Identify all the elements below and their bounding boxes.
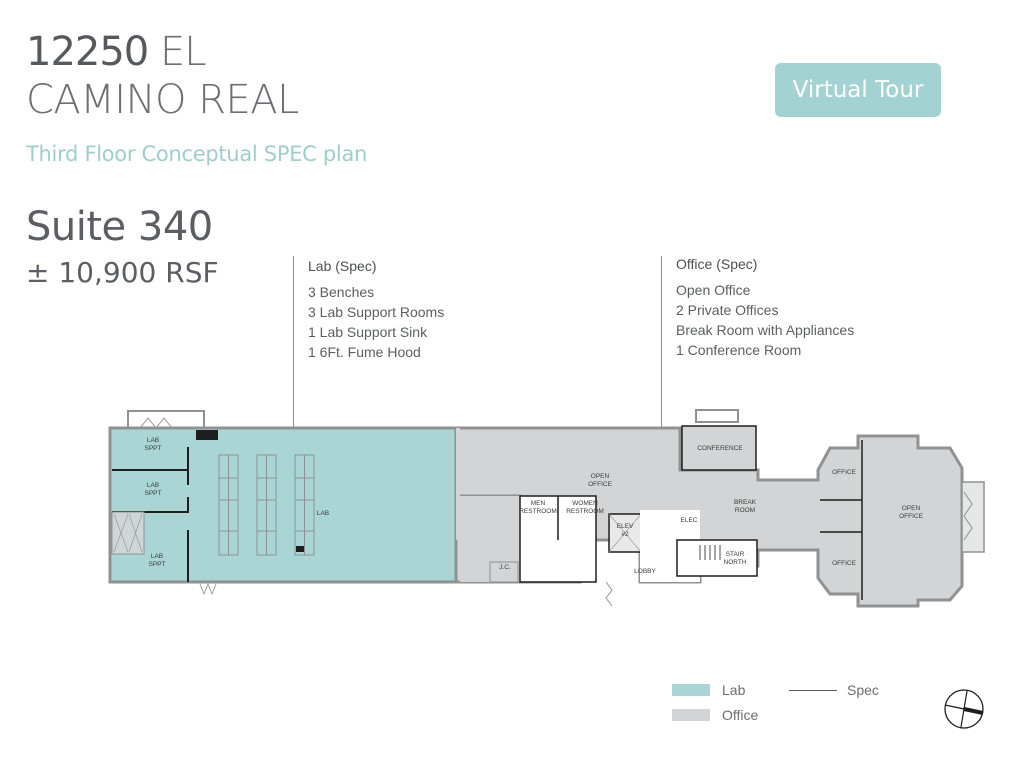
svg-text:OFFICE: OFFICE	[832, 560, 856, 567]
office-spec-item: Open Office	[676, 282, 751, 298]
plan-subtitle: Third Floor Conceptual SPEC plan	[26, 142, 368, 166]
svg-text:MEN: MEN	[531, 500, 546, 507]
svg-text:LAB: LAB	[147, 482, 159, 489]
legend-office-swatch	[672, 709, 710, 721]
virtual-tour-button[interactable]: Virtual Tour	[775, 63, 941, 117]
svg-text:LAB: LAB	[317, 510, 329, 517]
svg-text:BREAK: BREAK	[734, 499, 757, 506]
address-line-1: 12250 EL	[26, 29, 207, 75]
svg-text:RESTROOM: RESTROOM	[519, 508, 557, 515]
svg-text:CONFERENCE: CONFERENCE	[697, 445, 743, 452]
svg-text:OPEN: OPEN	[591, 473, 610, 480]
svg-text:J.C.: J.C.	[499, 564, 511, 571]
lab-spec-item: 3 Benches	[308, 284, 375, 300]
address-number: 12250	[26, 29, 149, 75]
svg-text:SPPT: SPPT	[145, 445, 162, 452]
office-spec-item: 2 Private Offices	[676, 302, 779, 318]
svg-text:OFFICE: OFFICE	[832, 469, 856, 476]
office-spec-block: Office (Spec) Open Office 2 Private Offi…	[676, 254, 854, 360]
office-spec-title: Office (Spec)	[676, 256, 758, 272]
svg-text:LOBBY: LOBBY	[634, 568, 656, 575]
office-spec-item: 1 Conference Room	[676, 342, 802, 358]
svg-text:STAIR: STAIR	[726, 551, 745, 558]
svg-text:OFFICE: OFFICE	[588, 481, 612, 488]
office-spec-leader-line	[661, 256, 662, 428]
svg-text:SPPT: SPPT	[145, 490, 162, 497]
lab-spec-item: 1 6Ft. Fume Hood	[308, 344, 421, 360]
svg-text:ELEC: ELEC	[681, 517, 698, 524]
lab-spec-item: 3 Lab Support Rooms	[308, 304, 445, 320]
legend-lab-swatch	[672, 684, 710, 696]
lab-spec-leader-line	[293, 256, 294, 428]
office-spec-item: Break Room with Appliances	[676, 322, 855, 338]
svg-text:LAB: LAB	[151, 553, 163, 560]
svg-text:NORTH: NORTH	[724, 559, 747, 566]
lab-spec-title: Lab (Spec)	[308, 258, 377, 274]
svg-text:WOMEN: WOMEN	[572, 500, 598, 507]
svg-text:SPPT: SPPT	[149, 561, 166, 568]
legend-spec-line	[789, 690, 837, 691]
svg-text:OPEN: OPEN	[902, 505, 921, 512]
lab-spec-item: 1 Lab Support Sink	[308, 324, 428, 340]
svg-text:ELEV: ELEV	[617, 523, 634, 530]
legend-spec-label: Spec	[847, 682, 879, 698]
suite-title: Suite 340	[26, 204, 213, 250]
legend-lab-label: Lab	[722, 682, 746, 698]
north-arrow-icon	[944, 689, 984, 729]
svg-text:OFFICE: OFFICE	[899, 513, 923, 520]
legend-office-label: Office	[722, 707, 759, 723]
suite-area: ± 10,900 RSF	[26, 256, 219, 289]
lab-spec-block: Lab (Spec) 3 Benches 3 Lab Support Rooms…	[308, 256, 444, 362]
svg-text:#2: #2	[621, 531, 629, 538]
room-label: LAB	[147, 437, 159, 444]
svg-text:RESTROOM: RESTROOM	[566, 508, 604, 515]
address-rest: EL	[159, 29, 207, 75]
svg-text:ROOM: ROOM	[735, 507, 755, 514]
address-line-2: CAMINO REAL	[26, 77, 299, 123]
